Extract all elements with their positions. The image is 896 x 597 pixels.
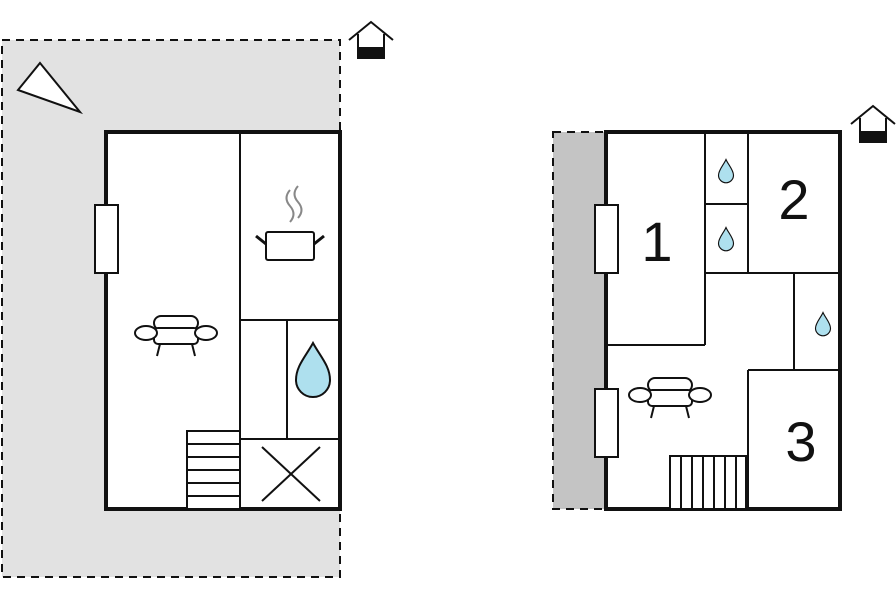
stairs-icon [669, 455, 747, 510]
house-icon [850, 105, 896, 143]
room-3-label: 3 [785, 410, 816, 473]
house-icon [348, 21, 394, 59]
room-2-label: 2 [778, 168, 809, 231]
room-1-label: 1 [641, 210, 672, 273]
upper-floor: 1 2 3 [552, 105, 896, 511]
window-icon [94, 204, 119, 274]
ground-floor [1, 21, 394, 578]
window-icon [594, 388, 619, 458]
stairs-icon [186, 430, 241, 510]
water-drop-icon [294, 340, 332, 398]
compass-icon [16, 61, 84, 115]
upper-floor-outline [604, 130, 842, 511]
storage-x-icon [261, 446, 321, 502]
window-icon [594, 204, 619, 274]
cooking-pot-icon [255, 185, 325, 261]
